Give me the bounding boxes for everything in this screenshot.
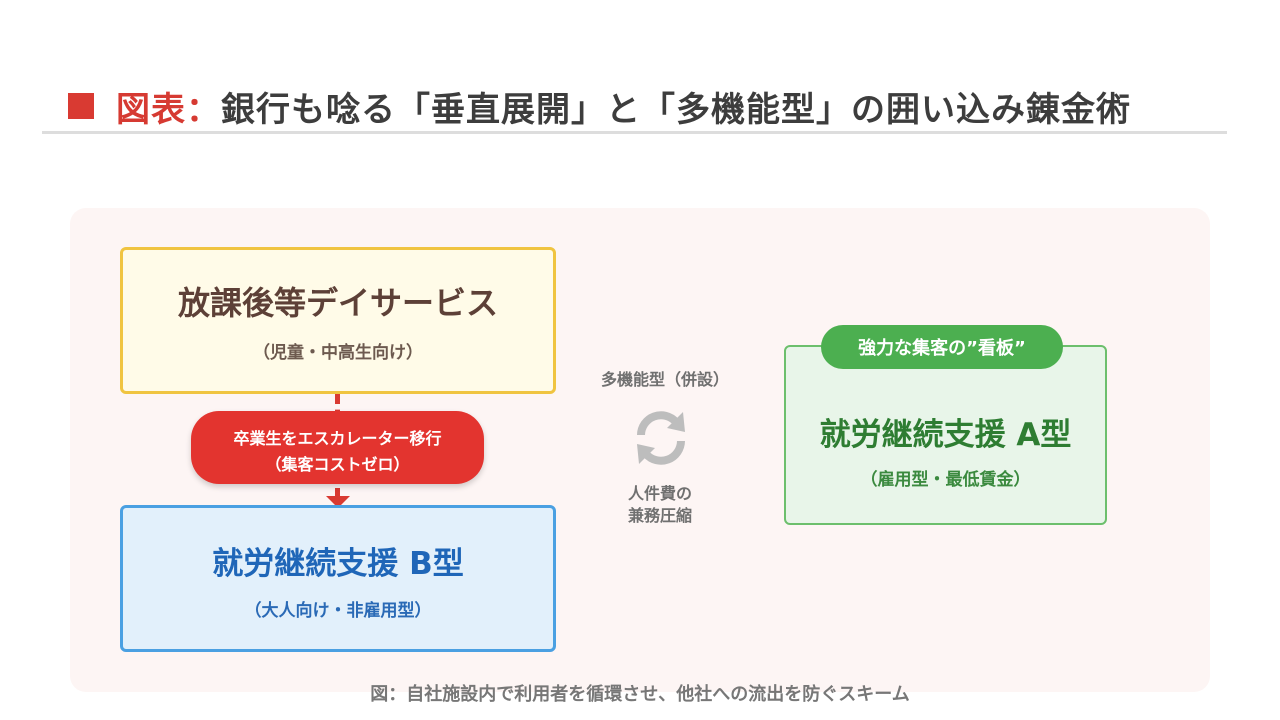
page-header: 図表： 銀行も唸る「垂直展開」と「多機能型」の囲い込み錬金術 [68,84,1131,130]
attraction-signboard-badge: 強力な集客の”看板” [821,325,1063,369]
escalator-transfer-pill: 卒業生をエスカレーター移行 （集客コストゼロ） [191,411,484,484]
type-a-title: 就労継続支援 A型 [819,417,1072,453]
after-school-day-service-box: 放課後等デイサービス （児童・中高生向け） [120,247,556,394]
multi-function-label: 多機能型（併設） [600,370,729,389]
after-school-subtitle: （児童・中高生向け） [253,343,423,363]
labor-cost-line1: 人件費の [627,484,692,503]
header-label: 図表： [116,89,221,130]
after-school-title: 放課後等デイサービス [177,284,498,322]
type-b-title: 就労継続支援 B型 [212,546,464,582]
header-divider [42,131,1227,134]
page-title: 銀行も唸る「垂直展開」と「多機能型」の囲い込み錬金術 [221,89,1131,130]
type-b-subtitle: （大人向け・非雇用型） [244,601,432,621]
employment-support-a-box: 就労継続支援 A型 （雇用型・最低賃金） [784,345,1107,525]
header-square-icon [68,93,94,119]
type-a-subtitle: （雇用型・最低賃金） [860,470,1031,490]
escalator-label: 卒業生をエスカレーター移行 [233,429,442,448]
escalator-sublabel: （集客コストゼロ） [265,455,410,474]
cycle-icon [637,411,685,465]
employment-support-b-box: 就労継続支援 B型 （大人向け・非雇用型） [120,505,556,652]
figure-caption: 図：自社施設内で利用者を循環させ、他社への流出を防ぐスキーム [370,684,910,705]
labor-cost-label: 人件費の 兼務圧縮 [580,483,740,527]
labor-cost-line2: 兼務圧縮 [627,506,692,525]
